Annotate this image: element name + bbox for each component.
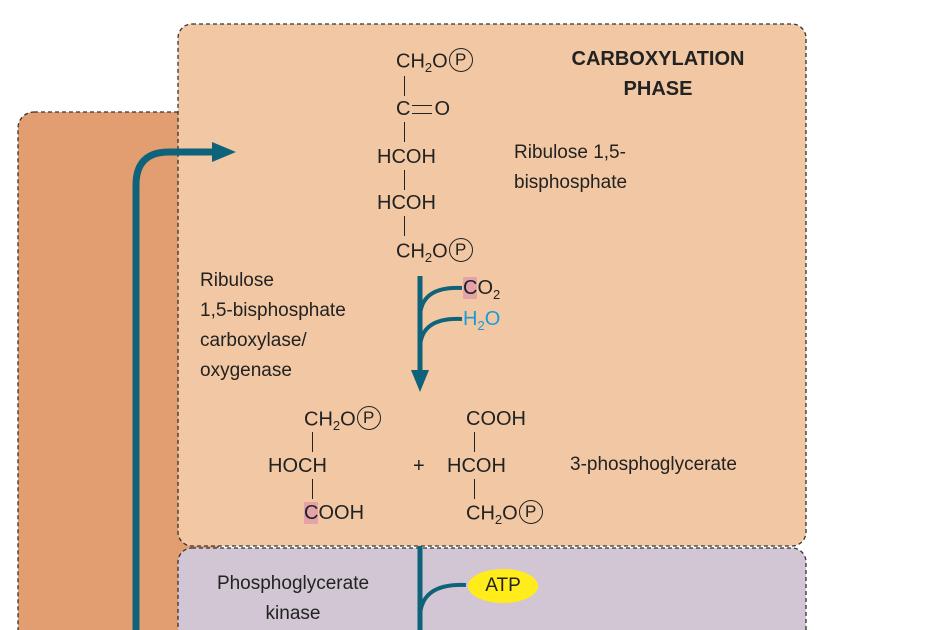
ribulose-row-hcoh-1: HCOH xyxy=(377,146,436,168)
bond-line xyxy=(474,479,475,499)
ribulose-ch-text: CH xyxy=(396,50,425,73)
plus-sign: + xyxy=(413,455,425,477)
bond-line xyxy=(312,432,313,452)
ribulose-row-hcoh-2: HCOH xyxy=(377,192,436,214)
phosphate-icon: P xyxy=(518,500,543,524)
enzyme-line3: carboxylase/ xyxy=(200,330,307,351)
product-left-carbon-highlight: C xyxy=(304,502,319,524)
h2o-input: H2O xyxy=(463,308,501,333)
carboxylation-phase-panel xyxy=(177,23,807,547)
co2-o-text: O xyxy=(477,277,494,299)
kinase-enzyme-label: Phosphoglycerate kinase xyxy=(200,569,386,629)
co2-sub-2: 2 xyxy=(493,287,501,302)
phosphate-icon: P xyxy=(448,238,473,262)
enzyme-line4: oxygenase xyxy=(200,360,292,381)
phase-title-line2: PHASE xyxy=(623,78,693,100)
double-bond-icon xyxy=(412,105,433,115)
bond-line xyxy=(312,479,313,499)
product-right-row-cooh: COOH xyxy=(466,408,526,430)
ribulose-c-text: C xyxy=(396,98,411,120)
product-left-ch-text: CH xyxy=(304,408,333,431)
product-left-o-text: O xyxy=(340,408,356,431)
product-right-row-hcoh: HCOH xyxy=(447,455,506,477)
bond-line xyxy=(404,170,405,190)
bond-line xyxy=(474,432,475,452)
bond-line xyxy=(404,122,405,142)
h2o-h-text: H xyxy=(463,308,478,330)
phase-title: CARBOXYLATION PHASE xyxy=(548,44,768,104)
ribulose-name-line1: Ribulose 1,5- xyxy=(514,142,626,163)
product-right-o-text: O xyxy=(502,502,518,525)
ribulose-name-label: Ribulose 1,5- bisphosphate xyxy=(514,138,627,198)
phosphate-icon: P xyxy=(448,48,473,72)
ribulose-sub-2: 2 xyxy=(424,250,433,266)
enzyme-line1: Ribulose xyxy=(200,270,274,291)
co2-carbon-highlight: C xyxy=(463,277,478,299)
atp-input-arrow xyxy=(418,582,467,619)
kinase-line2: kinase xyxy=(265,603,321,624)
ribulose-name-line2: bisphosphate xyxy=(514,172,628,193)
ribulose-keto-o-text: O xyxy=(434,98,451,120)
rubisco-enzyme-label: Ribulose 1,5-bisphosphate carboxylase/ o… xyxy=(200,266,346,386)
atp-badge: ATP xyxy=(468,569,538,603)
phase-title-line1: CARBOXYLATION xyxy=(571,48,745,70)
product-right-ch-text: CH xyxy=(466,502,495,525)
co2-input: CO2 xyxy=(463,277,501,302)
bond-line xyxy=(404,76,405,96)
carboxylase-arrowhead-icon xyxy=(411,370,429,392)
ribulose-o-text: O xyxy=(432,240,448,263)
h2o-sub-2: 2 xyxy=(477,318,485,333)
phosphate-icon: P xyxy=(356,406,381,430)
enzyme-line2: 1,5-bisphosphate xyxy=(200,300,346,321)
h2o-input-arrow xyxy=(418,316,463,350)
ribulose-ch-text: CH xyxy=(396,240,425,263)
co2-input-arrow xyxy=(418,285,463,319)
cycle-return-arrowhead-icon xyxy=(212,142,236,162)
product-right-sub-2: 2 xyxy=(494,512,503,528)
product-name-label: 3-phosphoglycerate xyxy=(570,454,737,475)
product-left-row-cooh: COOH xyxy=(304,502,364,524)
kinase-line1: Phosphoglycerate xyxy=(216,573,370,594)
outer-cycle-panel xyxy=(17,111,219,630)
h2o-o-text: O xyxy=(484,308,501,330)
ribulose-o-text: O xyxy=(432,50,448,73)
cycle-return-arrow xyxy=(132,148,214,630)
ribulose-sub-2: 2 xyxy=(424,60,433,76)
bond-line xyxy=(404,216,405,236)
product-left-ooh-text: OOH xyxy=(318,502,365,524)
product-left-sub-2: 2 xyxy=(332,418,341,434)
product-left-row-hoch: HOCH xyxy=(268,455,327,477)
